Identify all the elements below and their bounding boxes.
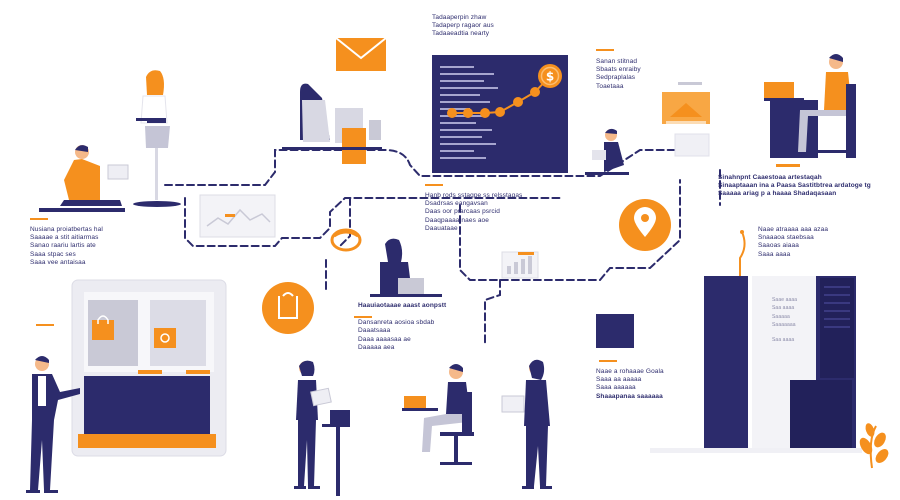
- svg-text:$: $: [546, 70, 554, 84]
- lock-icon: [92, 315, 114, 340]
- caption-line: Dsadrsas eangavsan: [425, 200, 488, 208]
- caption-line: Tadaaeadtia nearty: [432, 30, 490, 38]
- caption-left-mid: Nusiana proiatbertas hal Saaaae a stit a…: [30, 226, 103, 267]
- caption-line: Sanan stitnad: [596, 58, 638, 65]
- person-woman-clipboard: [501, 359, 552, 489]
- server-label: Saaaaa: [772, 313, 790, 320]
- dashed-connectors: [164, 149, 721, 346]
- caption-line: Sbaats enraiby: [596, 66, 641, 74]
- caption-line: Daauataae: [425, 224, 458, 232]
- laptop-card-right: [662, 82, 710, 157]
- accent-bar: [36, 324, 54, 326]
- dollar-coin-icon: $: [538, 64, 562, 88]
- location-pin-icon: [619, 199, 671, 251]
- connector-center-right: [459, 179, 681, 281]
- person-woman-center-laptop: [370, 238, 442, 297]
- caption-line: Dansanreta aosioa sbdab: [358, 319, 435, 327]
- server-label: Saaaaaaa: [772, 322, 796, 329]
- accent-bar: [599, 360, 617, 362]
- accent-bar: [596, 49, 614, 51]
- caption-line: Sinaaptaaan ina a Paasa Sastitbtrea arda…: [718, 182, 871, 190]
- caption-line: Sinahnpnt Caaestoaa artestaqah: [718, 174, 822, 181]
- caption-line: Naae atraaaa aaa azaa: [758, 226, 829, 233]
- leaf-icon: [859, 423, 889, 469]
- server-label: Saae aaaa: [772, 297, 798, 303]
- caption-line: Hanb rods sstagpe ss relsstaqas: [425, 192, 523, 199]
- person-sitting-center-right: [585, 128, 629, 175]
- caption-line: Tadaaperpin zhaw: [432, 14, 487, 21]
- accent-bar: [425, 184, 443, 186]
- server-label: Saa aaaa: [772, 336, 795, 343]
- monitor-bottom-left: [71, 279, 227, 457]
- caption-line: Saaoas aiaaa: [758, 242, 799, 250]
- caption-right-mid: Naae atraaaa aaa azaa Snaaaoa staebsaa S…: [758, 226, 828, 259]
- caption-right-top: Sinahnpnt Caaestoaa artestaqah Sinaaptaa…: [718, 174, 871, 199]
- coffee-machine: [282, 83, 382, 164]
- connector-mid: [337, 197, 351, 249]
- caption-line: Snaaaoa staebsaa: [758, 234, 814, 242]
- server-block: [650, 230, 862, 453]
- caption-line: Saaa aa aaaaa: [596, 376, 642, 384]
- person-man-chair-laptop: [402, 364, 474, 465]
- person-woman-top-left: [133, 70, 181, 207]
- server-label: Saa aaaa: [772, 305, 795, 312]
- caption-line: Saaaaa ariag p a haaaa Shadaqasaan: [718, 190, 837, 198]
- shopping-bag-icon: [262, 282, 314, 334]
- caption-line: Tadaperp ragaor aus: [432, 22, 494, 30]
- caption-line: Sanao raariu lartis ate: [30, 242, 96, 250]
- person-man-standing-left: [26, 356, 80, 493]
- connector-top-left: [164, 149, 681, 186]
- person-woman-standing-tablet: [294, 360, 350, 496]
- caption-center-lower: Haauiaotaaae aaast aonpstt Dansanreta ao…: [358, 302, 446, 352]
- caption-lower-right: Naae a rohaaae Goala Saaa aa aaaaa Saaa …: [596, 368, 664, 401]
- caption-line: Naae a rohaaae Goala: [596, 368, 664, 375]
- caption-line: Saaaae a stit aitiarmas: [30, 234, 99, 242]
- accent-bar: [354, 316, 372, 318]
- connector-left-loop: [184, 197, 561, 247]
- person-man-left-sitting: [39, 145, 129, 212]
- chart-icon: [501, 251, 539, 279]
- caption-line: Daas oor prarcaas psrcid: [425, 208, 501, 216]
- caption-center-mid: Hanb rods sstagpe ss relsstaqas Dsadrsas…: [425, 192, 522, 233]
- caption-line: Nusiana proiatbertas hal: [30, 226, 103, 233]
- person-man-desk-right: [764, 54, 856, 167]
- caption-line: Shaaapanaa saaaaaa: [596, 392, 663, 400]
- dark-square-card: [596, 314, 634, 348]
- caption-line: Daaatsaaa: [358, 327, 391, 335]
- caption-line: Daaqpaaaa naes aoe: [425, 216, 489, 224]
- caption-line: Daaaaa aea: [358, 343, 395, 351]
- caption-line: Sedpraplalas: [596, 74, 636, 82]
- caption-line: Saaa aaaa: [758, 250, 791, 258]
- caption-line: Haauiaotaaae aaast aonpstt: [358, 302, 447, 309]
- connector-lower-mid: [484, 279, 501, 346]
- caption-line: Toaetaaa: [596, 82, 624, 90]
- envelope-icon: [335, 37, 387, 71]
- accent-bar: [30, 218, 48, 220]
- cloud-sync-icon: [330, 228, 362, 252]
- caption-line: Daaa aaaasaa ae: [358, 335, 411, 343]
- chart-card-left: [199, 194, 276, 238]
- caption-screen-right: Sanan stitnad Sbaats enraiby Sedpraplala…: [596, 58, 641, 91]
- caption-line: Saaa stpac ses: [30, 250, 76, 258]
- caption-line: Saaa vee antaisaa: [30, 258, 86, 266]
- caption-line: Saaa aaaaaa: [596, 384, 636, 392]
- caption-top-center: Tadaaperpin zhaw Tadaperp ragaor aus Tad…: [432, 14, 494, 39]
- server-labels: Saae aaaa Saa aaaa Saaaaa Saaaaaaa Saa a…: [772, 296, 797, 344]
